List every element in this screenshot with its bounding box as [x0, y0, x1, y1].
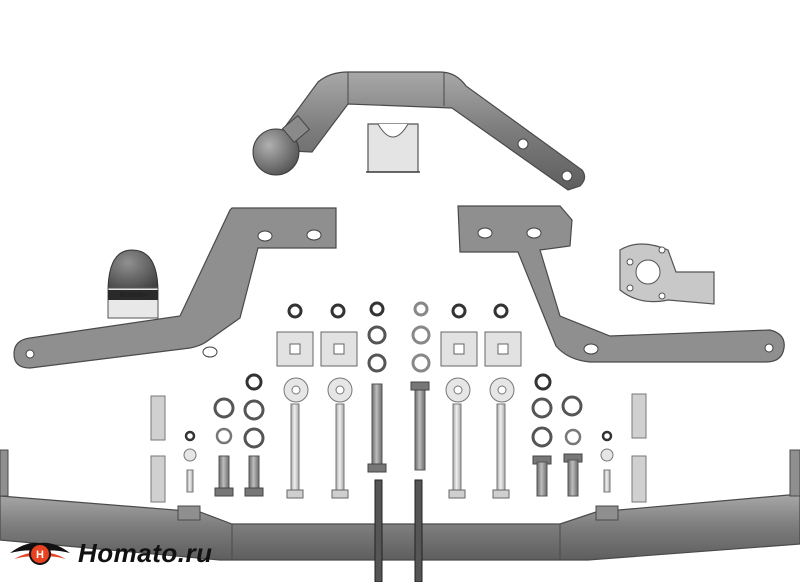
- crossbar-bracket: [177, 505, 201, 521]
- nuts-top-row: [287, 301, 509, 319]
- nut: [330, 303, 346, 319]
- cap-brand-label: Motodor: [119, 292, 149, 299]
- washer: [411, 325, 431, 345]
- bolt: [410, 381, 430, 471]
- svg-text:H: H: [36, 549, 44, 561]
- flat-washers: [283, 377, 515, 403]
- washer: [561, 395, 583, 417]
- bolt: [186, 469, 194, 493]
- socket-plate: [619, 243, 715, 305]
- washer: [183, 448, 197, 462]
- long-bolts: [286, 381, 510, 499]
- washer: [600, 448, 614, 462]
- washer: [531, 426, 553, 448]
- nut: [287, 303, 303, 319]
- tow-hook-arm: [252, 71, 586, 191]
- left-side-bracket: [13, 207, 337, 369]
- nut: [369, 301, 385, 317]
- brand-name: Homato.ru: [78, 538, 213, 568]
- square-plate: [484, 331, 522, 367]
- square-plate: [440, 331, 478, 367]
- left-hardware: [150, 373, 265, 503]
- nut: [451, 303, 467, 319]
- square-plates: [276, 331, 522, 367]
- washer: [564, 428, 582, 446]
- nut: [184, 430, 196, 442]
- washer: [367, 353, 387, 373]
- bolt: [492, 403, 510, 499]
- nut: [601, 430, 613, 442]
- bolt: [603, 469, 611, 493]
- spacer-tube: [150, 455, 166, 503]
- nut: [493, 303, 509, 319]
- spacer-tube: [150, 395, 166, 441]
- right-hardware: [531, 373, 647, 503]
- washer: [243, 427, 265, 449]
- washer: [411, 353, 431, 373]
- bolt: [536, 461, 548, 497]
- threaded-rod: [414, 479, 423, 582]
- spacer-tube: [631, 393, 647, 439]
- threaded-rod: [374, 479, 383, 582]
- washer: [367, 325, 387, 345]
- center-bracket: [366, 123, 420, 173]
- bolt: [331, 403, 349, 499]
- spacer-tube: [631, 455, 647, 503]
- right-side-bracket: [457, 205, 785, 363]
- winged-emblem-icon: H: [10, 542, 70, 565]
- washer: [213, 397, 235, 419]
- crossbar-bracket: [595, 505, 619, 521]
- square-plate: [276, 331, 314, 367]
- square-plate: [320, 331, 358, 367]
- bolt: [286, 403, 304, 499]
- washer: [531, 397, 553, 419]
- brand-logo[interactable]: H Homato.ru: [8, 532, 213, 574]
- nut: [245, 373, 263, 391]
- bolt: [567, 459, 579, 497]
- washers-center: [367, 325, 431, 373]
- nut: [534, 373, 552, 391]
- bolt: [367, 383, 387, 473]
- main-crossbar: [0, 449, 800, 582]
- bolt: [248, 455, 260, 493]
- bolt: [448, 403, 466, 499]
- bolt: [218, 455, 230, 493]
- nut: [413, 301, 429, 317]
- ball-cap: [107, 249, 159, 319]
- washer: [243, 399, 265, 421]
- washer: [215, 427, 233, 445]
